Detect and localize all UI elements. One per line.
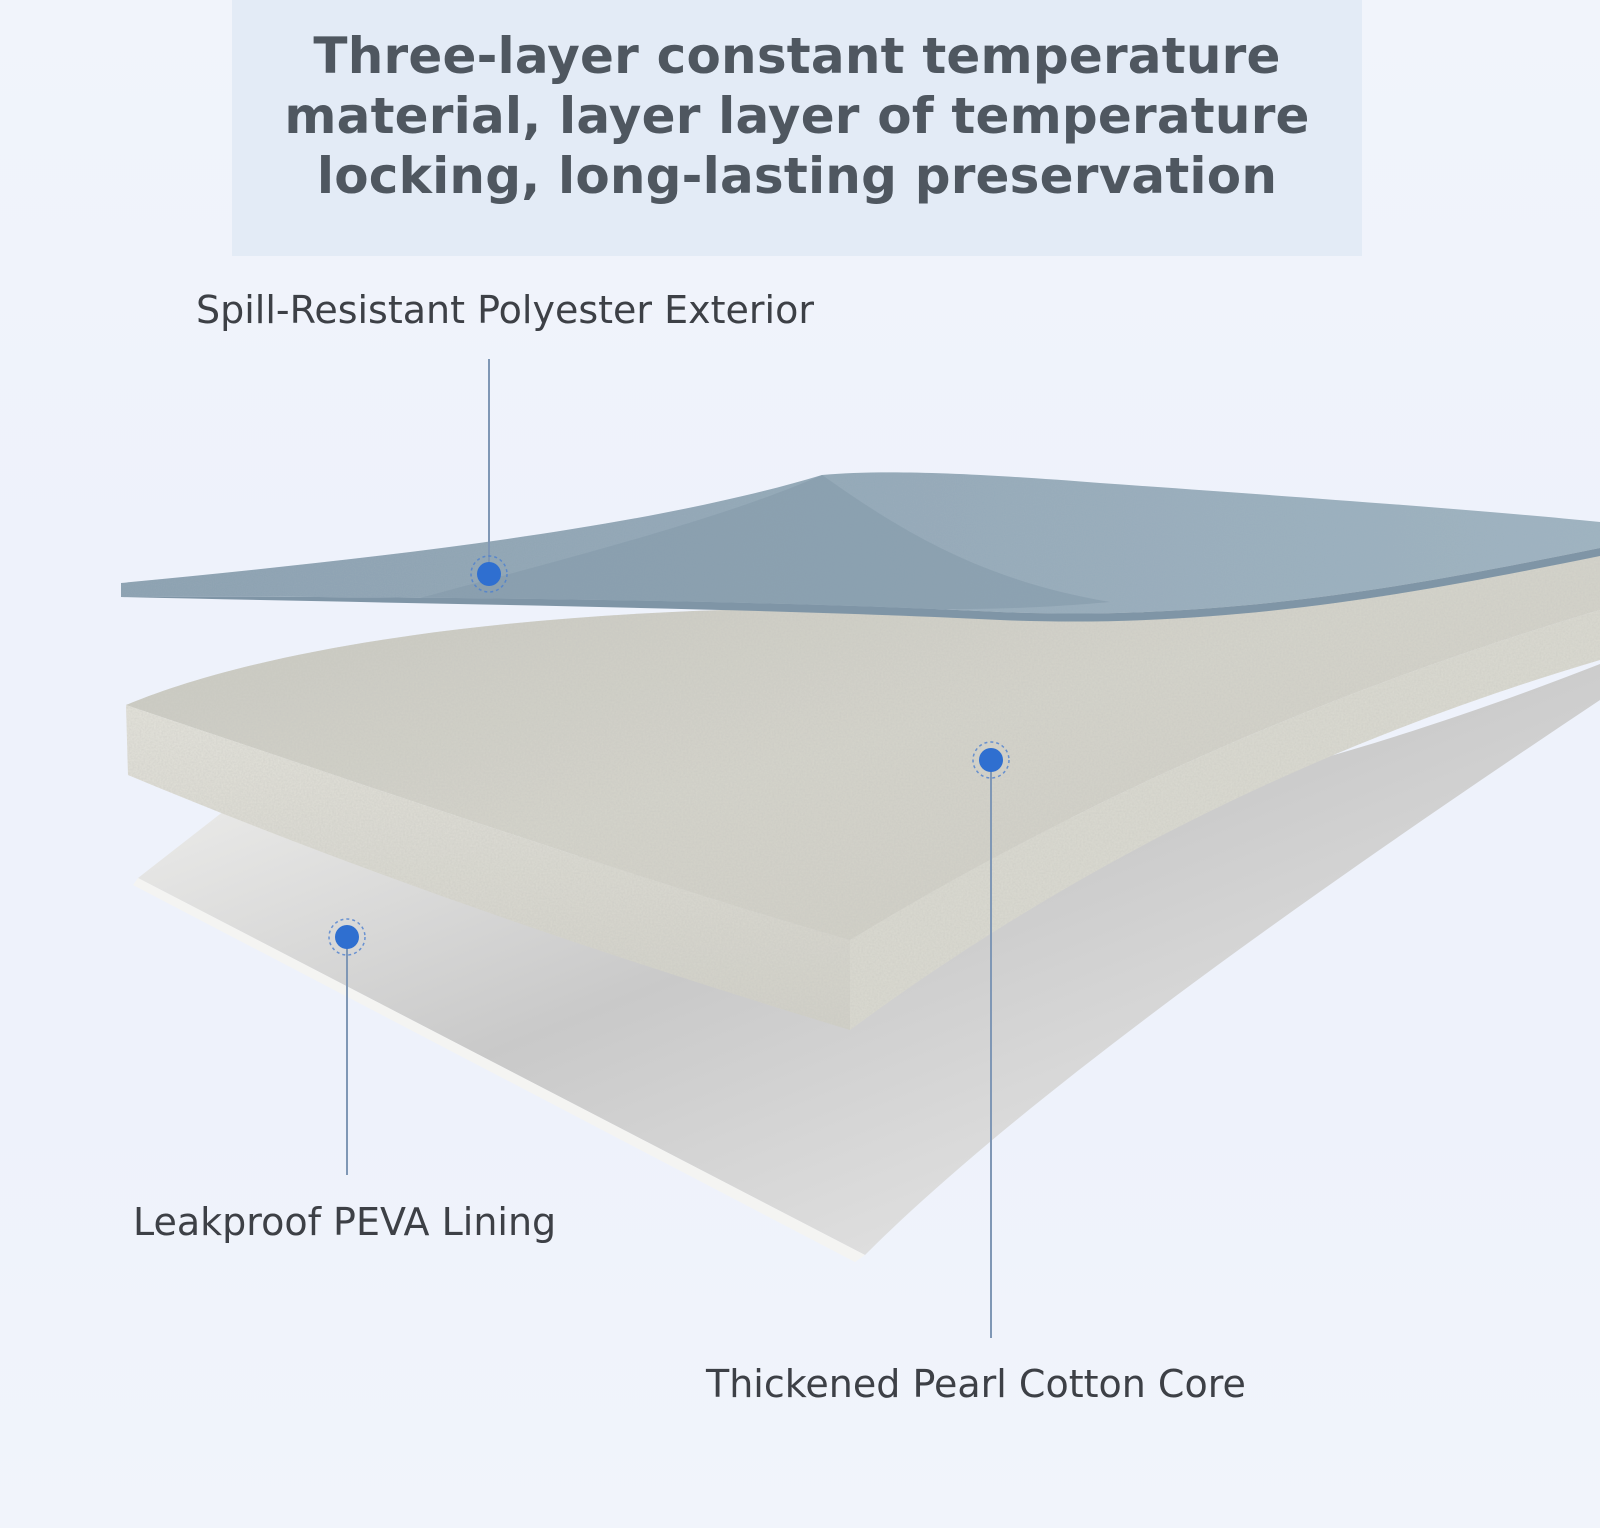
lining-edge <box>133 878 865 1262</box>
core-right-edge <box>850 610 1600 1030</box>
lining-marker <box>328 918 366 956</box>
core-front-edge <box>126 705 850 1030</box>
exterior-edge <box>121 548 1600 622</box>
core-top-surface <box>126 548 1600 940</box>
page-title: Three-layer constant temperature materia… <box>284 27 1310 205</box>
title-banner <box>232 0 1362 256</box>
exterior-marker <box>470 555 508 593</box>
lining-layer-label: Leakproof PEVA Lining <box>133 1200 557 1244</box>
core-layer-label: Thickened Pearl Cotton Core <box>706 1362 1246 1406</box>
exterior-fold-shade <box>420 475 1110 610</box>
core-marker <box>972 741 1010 779</box>
exterior-layer-label: Spill-Resistant Polyester Exterior <box>196 288 814 332</box>
